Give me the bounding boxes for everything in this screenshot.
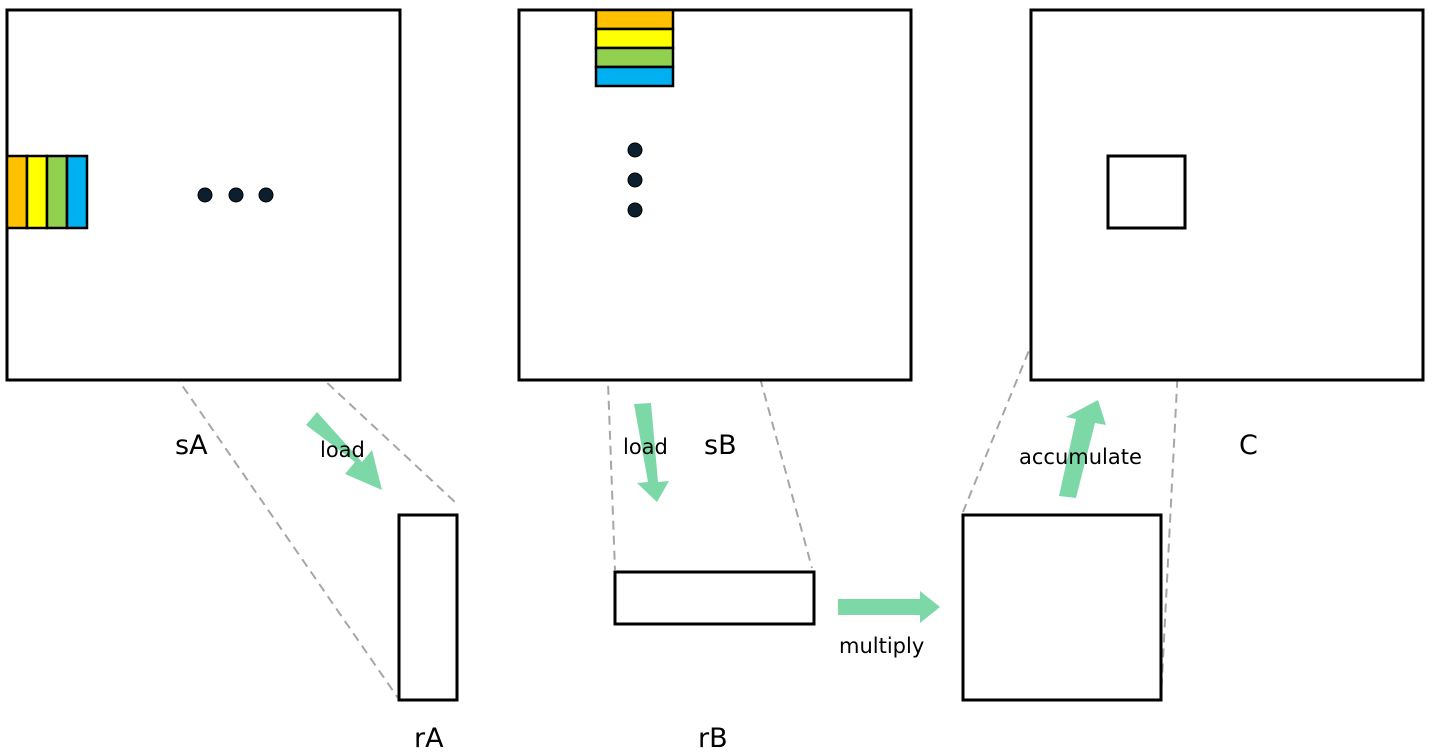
accumulate-arrow-shape: [1059, 400, 1106, 498]
label-multiply: multiply: [839, 634, 924, 658]
label-sA: sA: [175, 430, 208, 461]
sB-stripe-yellow: [594, 27, 675, 50]
load-arrow-b-shape: [634, 403, 669, 502]
sB-stripe-orange: [594, 8, 675, 31]
multiply-arrow: [838, 591, 940, 623]
multiply-arrow-shape: [838, 591, 940, 623]
sB-dot: [627, 202, 643, 218]
C-box: [1029, 8, 1425, 382]
label-C: C: [1239, 430, 1258, 461]
sB-dot: [627, 142, 643, 158]
load-arrow-a-shape: [306, 412, 382, 490]
sA-dot: [228, 187, 244, 203]
sA-stripe-blue: [65, 154, 89, 230]
sA-ellipsis-dots: [197, 187, 274, 203]
register-rB: [613, 570, 816, 626]
matrix-sB: [517, 8, 913, 382]
C-tile: [1106, 154, 1187, 230]
label-load-a: load: [320, 438, 365, 462]
sA-dot: [197, 187, 213, 203]
matrix-sA: [5, 8, 402, 382]
sA-dot: [258, 187, 274, 203]
label-sB: sB: [704, 430, 737, 461]
label-load-b: load: [623, 435, 668, 459]
sA-column-tile: [5, 154, 89, 230]
sB-stripe-green: [594, 46, 675, 69]
label-rA: rA: [414, 723, 444, 753]
label-rB: rB: [698, 723, 728, 753]
register-accumulator: [961, 513, 1163, 702]
sA-stripe-orange: [5, 154, 29, 230]
load-arrow-b: [634, 403, 669, 502]
sB-dot: [627, 172, 643, 188]
label-accumulate: accumulate: [1019, 445, 1142, 469]
sB-row-tile: [594, 8, 675, 88]
sB-box: [517, 8, 913, 382]
sB-ellipsis-dots: [627, 142, 643, 218]
load-arrow-a: [306, 412, 382, 490]
sB-stripe-blue: [594, 65, 675, 88]
sA-stripe-yellow: [25, 154, 49, 230]
matrix-C: [1029, 8, 1425, 382]
register-rA: [397, 513, 459, 702]
guide-sA-top: [85, 157, 457, 504]
accumulate-arrow: [1059, 400, 1106, 498]
sA-stripe-green: [45, 154, 69, 230]
